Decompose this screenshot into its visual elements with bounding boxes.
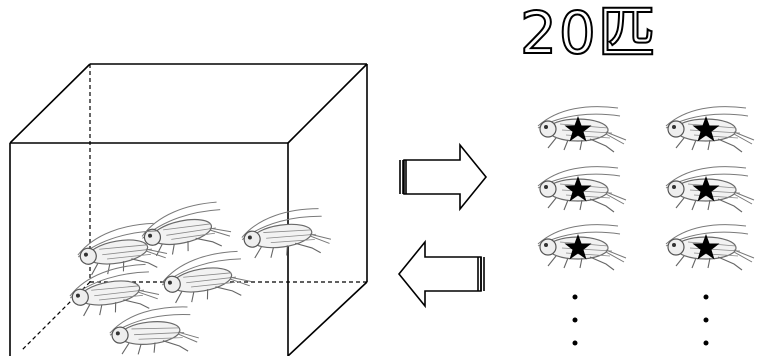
star-marker-icon: [564, 234, 592, 260]
marked-cricket: [665, 105, 755, 153]
marked-crickets-grid: [537, 105, 755, 271]
arrow-left-icon: [397, 239, 485, 309]
star-marker-icon: [692, 234, 720, 260]
star-marker-icon: [564, 116, 592, 142]
star-marker-icon: [692, 116, 720, 142]
box-hidden-edges: [21, 64, 367, 351]
box-top-left-edge: [9, 63, 91, 144]
arrow-right-icon: [399, 142, 488, 212]
vertical-ellipsis-icon: [703, 294, 709, 346]
count-label: 20匹: [519, 0, 658, 67]
box-bottom-right-edge: [287, 281, 368, 356]
marked-cricket: [665, 223, 755, 271]
marked-cricket: [665, 165, 755, 213]
box-top-right-edge: [287, 63, 368, 144]
marked-cricket: [537, 223, 627, 271]
cricket-icon: [107, 304, 201, 356]
crickets-in-box: [65, 198, 334, 356]
cricket-icon: [137, 198, 235, 263]
star-marker-icon: [564, 176, 592, 202]
vertical-ellipsis-icon: [572, 294, 578, 346]
marked-cricket: [537, 165, 627, 213]
transparent-box: [9, 63, 368, 356]
cricket-icon: [157, 248, 254, 310]
star-marker-icon: [692, 176, 720, 202]
cricket-icon: [65, 261, 162, 323]
cricket-icon: [238, 205, 334, 264]
marked-cricket: [537, 105, 627, 153]
